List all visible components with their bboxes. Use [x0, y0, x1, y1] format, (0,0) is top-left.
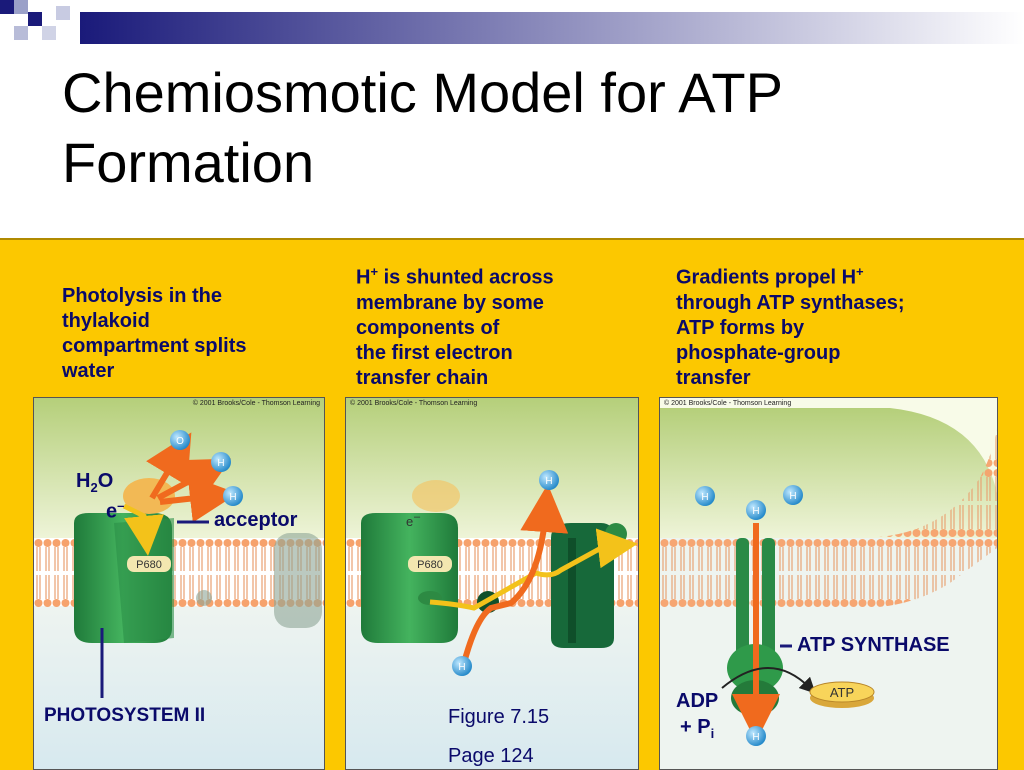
copyright-2: © 2001 Brooks/Cole - Thomson Learning [350, 400, 478, 407]
electron-transfer-illustration: P680 H H e – [346, 398, 638, 769]
caption-left: Photolysis in the thylakoid compartment … [62, 285, 247, 382]
svg-text:H: H [545, 476, 552, 487]
caption-right: Gradients propel H+ through ATP synthase… [676, 264, 905, 389]
svg-text:P680: P680 [417, 559, 443, 571]
svg-text:H: H [701, 492, 708, 503]
copyright-1: © 2001 Brooks/Cole - Thomson Learning [192, 400, 320, 407]
svg-text:H: H [229, 492, 236, 503]
caption-middle: H+ is shunted across membrane by some co… [356, 264, 554, 389]
title-line-2: Formation [62, 131, 315, 194]
acceptor-label: acceptor [214, 509, 298, 531]
title-line-1: Chemiosmotic Model for ATP [62, 61, 783, 124]
electron-label-small: e [406, 514, 413, 529]
copyright-3: © 2001 Brooks/Cole - Thomson Learning [664, 400, 792, 407]
svg-text:H: H [789, 491, 796, 502]
figure-reference: Figure 7.15 [448, 706, 550, 728]
svg-text:–: – [414, 511, 421, 523]
svg-text:H: H [217, 458, 224, 469]
adp-label: ADP [676, 690, 719, 712]
electron-label: e– [106, 498, 125, 523]
page-title: Chemiosmotic Model for ATP Formation [62, 58, 783, 198]
corner-decoration [0, 0, 80, 60]
figure-electron-transfer: P680 H H e – © 2001 Brooks/Cole - Thomso… [345, 397, 639, 770]
p680-label: P680 [136, 559, 162, 571]
atp-synthase-label: ATP SYNTHASE [797, 634, 950, 656]
photolysis-illustration: P680 O H H [34, 398, 324, 769]
atp-label: ATP [830, 685, 854, 700]
header-gradient-bar [80, 12, 1024, 44]
figure-photolysis: P680 O H H © 2001 Brooks/Cole - Thomson … [33, 397, 325, 770]
photosystem-label: PHOTOSYSTEM II [44, 705, 206, 726]
svg-text:H: H [752, 506, 759, 517]
water-label: H2O [76, 470, 114, 495]
page-reference: Page 124 [448, 745, 534, 767]
oxygen-label: O [176, 436, 184, 447]
pi-label: + Pi [680, 716, 715, 741]
svg-text:H: H [458, 662, 465, 673]
figure-atp-synthase: H H H H ATP © 2001 Brooks/Cole - Thomson… [659, 397, 998, 770]
atp-synthase-illustration: H H H H ATP [660, 398, 997, 769]
svg-text:H: H [752, 732, 759, 743]
